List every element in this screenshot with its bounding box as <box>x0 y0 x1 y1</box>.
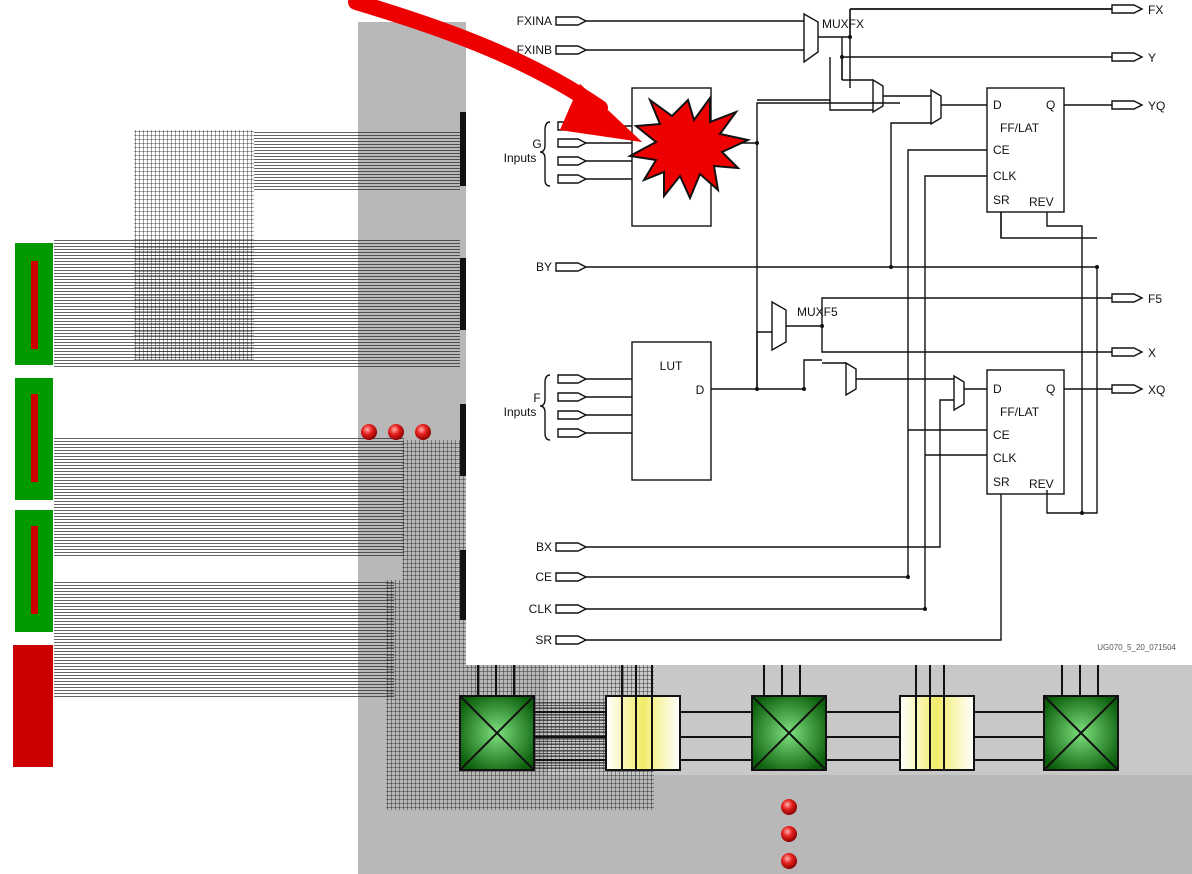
label-g-inputs: Inputs <box>504 151 537 165</box>
svg-text:SR: SR <box>993 193 1010 207</box>
label-muxf5: MUXF5 <box>797 305 838 319</box>
svg-text:D: D <box>993 98 1002 112</box>
label-clk: CLK <box>529 602 552 616</box>
svg-text:CLK: CLK <box>993 169 1016 183</box>
switch-box <box>752 696 826 770</box>
svg-text:FF/LAT: FF/LAT <box>1000 121 1040 135</box>
svg-text:CLK: CLK <box>993 451 1016 465</box>
label-f-inputs: Inputs <box>504 405 537 419</box>
horizontal-ellipsis-dots <box>361 424 431 440</box>
svg-text:SR: SR <box>993 475 1010 489</box>
figure-id: UG070_5_20_071504 <box>1097 643 1176 652</box>
label-sr: SR <box>535 633 552 647</box>
label-fx: FX <box>1148 3 1163 17</box>
svg-text:D: D <box>993 382 1002 396</box>
label-g: G <box>532 137 541 151</box>
connection-box <box>606 696 680 770</box>
connection-box <box>900 696 974 770</box>
label-f5: F5 <box>1148 292 1162 306</box>
label-xq: XQ <box>1148 383 1165 397</box>
logic-block-marker <box>31 261 38 349</box>
label-y: Y <box>1148 51 1156 65</box>
switch-box <box>1044 696 1118 770</box>
label-x: X <box>1148 346 1156 360</box>
left-logic-blocks <box>13 243 53 767</box>
label-yq: YQ <box>1148 99 1165 113</box>
logic-block-marker <box>31 394 38 482</box>
svg-text:FF/LAT: FF/LAT <box>1000 405 1040 419</box>
switch-box <box>460 696 534 770</box>
svg-text:REV: REV <box>1029 477 1054 491</box>
svg-text:REV: REV <box>1029 195 1054 209</box>
vertical-ellipsis-dots <box>781 799 797 869</box>
svg-text:CE: CE <box>993 143 1010 157</box>
label-lut-d: D <box>696 383 705 397</box>
label-lut: LUT <box>660 359 683 373</box>
label-f: F <box>533 391 540 405</box>
svg-text:Q: Q <box>1046 382 1055 396</box>
svg-text:CE: CE <box>993 428 1010 442</box>
label-by: BY <box>536 260 552 274</box>
label-muxfx: MUXFX <box>822 17 864 31</box>
svg-text:Q: Q <box>1046 98 1055 112</box>
label-bx: BX <box>536 540 552 554</box>
label-fxina: FXINA <box>517 14 552 28</box>
label-ce: CE <box>535 570 552 584</box>
logic-block-marker <box>31 526 38 614</box>
logic-block-failed <box>13 645 53 767</box>
